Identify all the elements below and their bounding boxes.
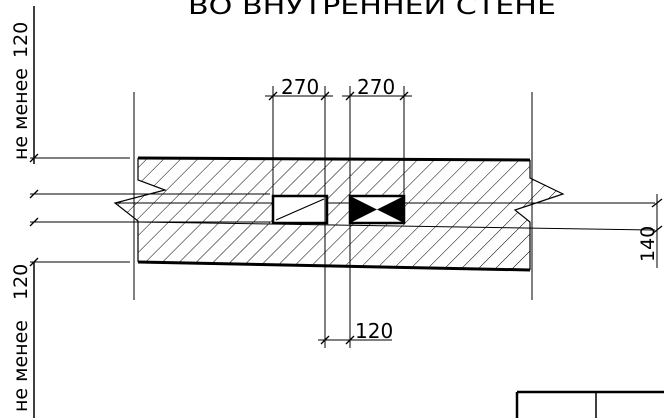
dim-ticks-120 xyxy=(320,335,355,345)
drawing-title: ВО ВНУТРЕННЕЙ СТЕНЕ xyxy=(188,0,556,20)
wall-hatched-section xyxy=(115,158,563,270)
left-label-bottom-value: 120 xyxy=(10,264,32,300)
dim-label-140: 140 xyxy=(637,226,659,262)
title-block-fragment xyxy=(515,390,664,418)
left-label-bottom-text: не менее xyxy=(10,320,32,412)
dim-ticks-top xyxy=(268,91,409,101)
block-left-diagonal xyxy=(275,198,325,221)
dim-label-120: 120 xyxy=(355,319,393,343)
left-label-top-group: 120 не менее xyxy=(10,6,35,164)
dim-label-right-270: 270 xyxy=(357,75,395,99)
left-label-bottom-group: 120 не менее xyxy=(10,262,35,418)
right-break-line xyxy=(513,160,565,270)
left-break-line xyxy=(113,158,167,262)
joint-line-lower xyxy=(137,221,656,231)
left-label-top-text: не менее xyxy=(10,68,32,160)
dim-ticks-140 xyxy=(651,198,663,235)
dim-label-left-270: 270 xyxy=(281,75,319,99)
wall-bottom-edge xyxy=(137,260,531,272)
wall-top-edge xyxy=(137,156,531,162)
block-right-bowtie xyxy=(350,196,404,223)
left-ticks xyxy=(29,153,39,267)
left-label-top-value: 120 xyxy=(10,22,32,58)
